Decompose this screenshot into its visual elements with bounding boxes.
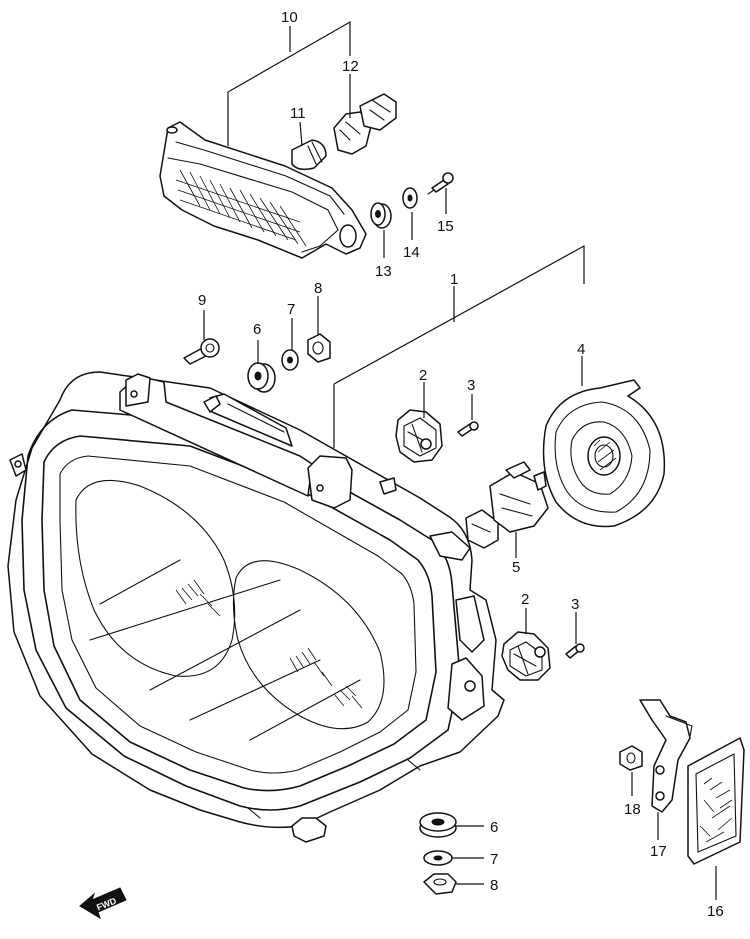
dust-cover — [542, 379, 666, 528]
headlight-bulb — [465, 461, 549, 549]
callout-10: 10 — [281, 9, 298, 26]
callout-7-top: 7 — [287, 301, 295, 318]
bolt-9 — [183, 338, 220, 365]
callout-7-bottom: 7 — [490, 851, 498, 868]
side-reflector — [687, 737, 745, 865]
grommet-6-top — [247, 362, 276, 393]
nut-8-top — [307, 333, 331, 363]
callout-12: 12 — [342, 58, 359, 75]
bulb-socket — [333, 93, 397, 155]
position-bulb — [291, 139, 327, 171]
nut-18 — [619, 745, 643, 771]
callout-6-top: 6 — [253, 321, 261, 338]
callout-2-lower: 2 — [521, 591, 529, 608]
leader-lines — [203, 20, 717, 900]
callout-9: 9 — [198, 292, 206, 309]
front-position-lamp — [159, 121, 367, 259]
callout-15: 15 — [437, 218, 454, 235]
callout-numbers: 10 12 11 13 14 15 1 9 6 7 8 2 3 4 5 2 3 … — [198, 9, 724, 920]
grommet-6-bottom — [419, 812, 457, 838]
fwd-arrow-icon: FWD — [79, 887, 127, 920]
callout-14: 14 — [403, 244, 420, 261]
screw-15 — [427, 172, 454, 195]
callout-6-bottom: 6 — [490, 819, 498, 836]
callout-5: 5 — [512, 559, 520, 576]
grommet-13 — [370, 202, 392, 229]
callout-8-bottom: 8 — [490, 877, 498, 894]
nut-8-bottom — [423, 873, 457, 895]
washer-7-top — [281, 349, 299, 371]
washer-14 — [402, 187, 418, 209]
callout-8-top: 8 — [314, 280, 322, 297]
callout-18: 18 — [624, 801, 641, 818]
callout-11: 11 — [290, 105, 306, 122]
callout-1: 1 — [450, 271, 458, 288]
callout-13: 13 — [375, 263, 392, 280]
screw-lower-3 — [565, 643, 585, 659]
headlamp-assembly — [7, 371, 505, 843]
callout-2-upper: 2 — [419, 367, 427, 384]
reflector-bracket — [639, 699, 693, 813]
washer-7-bottom — [423, 850, 453, 866]
bulb-clip-upper — [395, 409, 443, 463]
callout-16: 16 — [707, 903, 724, 920]
callout-3-upper: 3 — [467, 377, 475, 394]
callout-3-lower: 3 — [571, 596, 579, 613]
bulb-clip-lower — [501, 631, 551, 681]
screw-upper-3 — [457, 421, 479, 437]
callout-17: 17 — [650, 843, 667, 860]
callout-4: 4 — [577, 341, 585, 358]
